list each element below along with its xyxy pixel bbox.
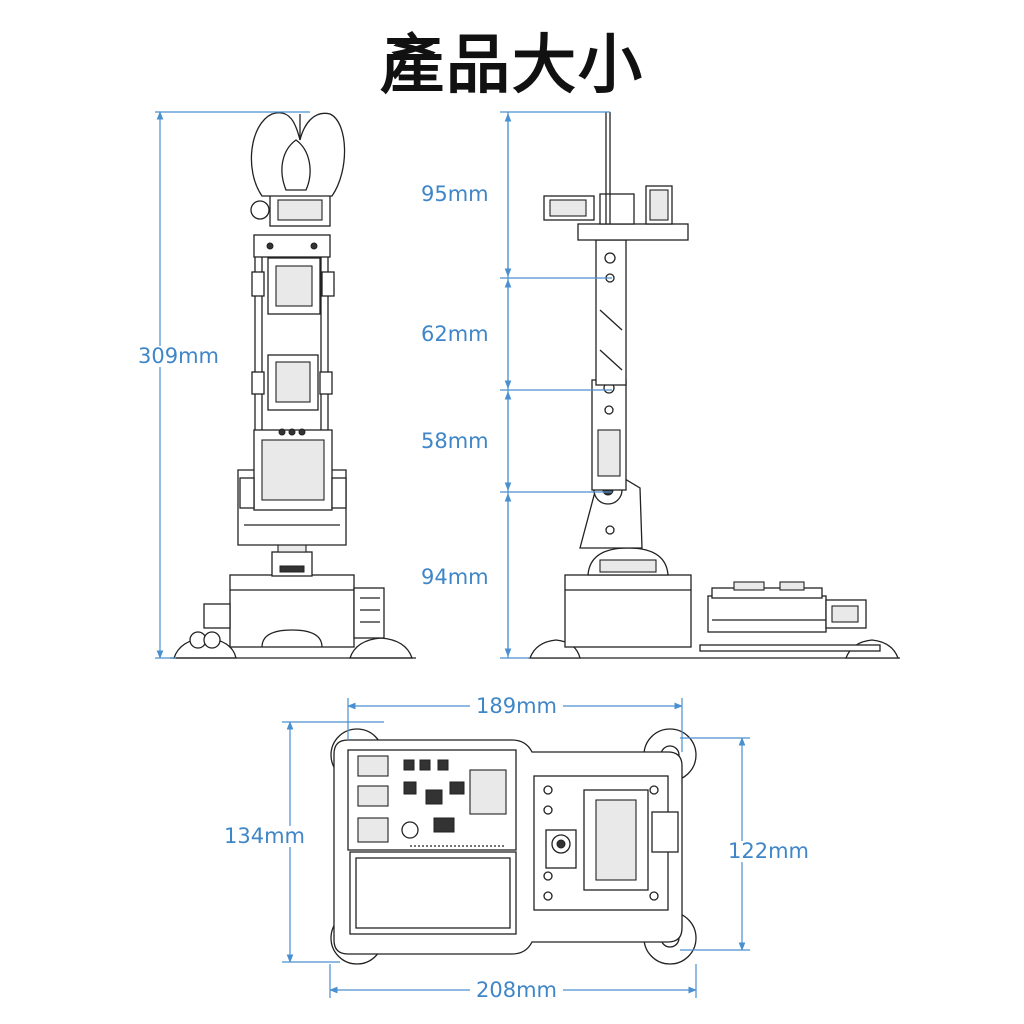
left-height-label: 134mm — [224, 824, 305, 848]
side-segment-label-3: 58mm — [421, 429, 489, 453]
side-segment-label-2: 62mm — [421, 322, 489, 346]
top-view-base-plate — [330, 728, 697, 965]
side-view-robot-arm — [528, 112, 900, 659]
side-segment-label-4: 94mm — [421, 565, 489, 589]
top-width-label: 189mm — [470, 696, 563, 717]
front-view-robot-arm — [170, 112, 416, 659]
side-segment-dimensions — [500, 111, 612, 659]
side-segment-label-1: 95mm — [421, 182, 489, 206]
page-title: 產品大小 — [380, 28, 644, 103]
right-height-label: 122mm — [728, 839, 809, 863]
front-height-label: 309mm — [138, 344, 219, 368]
front-height-dimension — [155, 111, 310, 659]
bottom-width-label: 208mm — [470, 980, 563, 1001]
